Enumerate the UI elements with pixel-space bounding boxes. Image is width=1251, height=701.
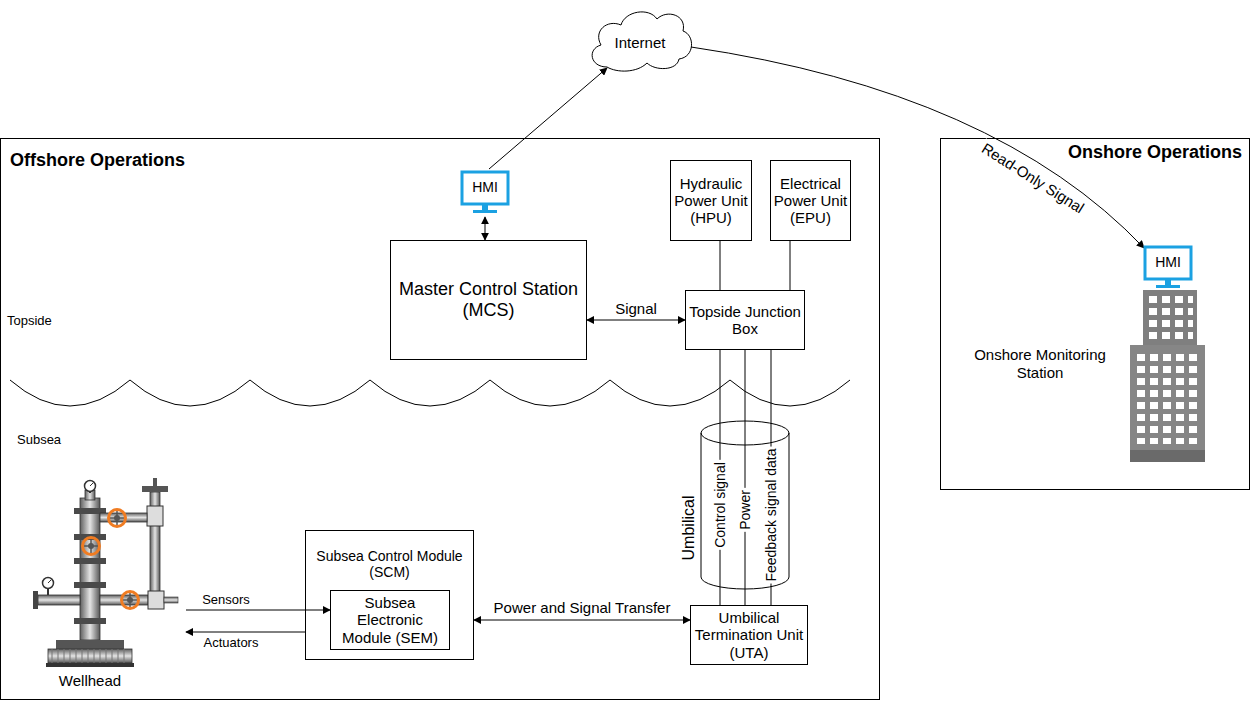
zone-label: Subsea bbox=[17, 432, 61, 447]
drawing-part bbox=[1156, 285, 1180, 288]
drawing-part bbox=[1130, 450, 1205, 462]
box-label: Subsea Electronic Module (SEM) bbox=[333, 594, 447, 646]
signal-label: Power and Signal Transfer bbox=[492, 599, 673, 616]
signal-label: Control signal bbox=[712, 460, 728, 550]
hmi-label: HMI bbox=[460, 179, 510, 195]
station-label: Onshore Monitoring Station bbox=[960, 346, 1120, 382]
drawing-part bbox=[46, 663, 134, 667]
figure-caption: Wellhead bbox=[30, 672, 150, 689]
drawing-part bbox=[38, 595, 80, 605]
connector bbox=[186, 632, 305, 633]
drawing-part bbox=[147, 506, 163, 526]
region-heading: Onshore Operations bbox=[1068, 142, 1242, 163]
process-box: Umbilical Termination Unit (UTA) bbox=[690, 605, 808, 665]
signal-label: Actuators bbox=[202, 636, 261, 651]
connector bbox=[186, 610, 330, 611]
drawing-part bbox=[701, 421, 789, 445]
monitoring-station: Onshore Monitoring Station bbox=[960, 290, 1210, 462]
connector bbox=[745, 350, 746, 605]
drawing-part bbox=[1130, 345, 1205, 453]
drawing-part bbox=[100, 595, 148, 605]
offshore-region: Offshore OperationsHMI Master Control Sta… bbox=[0, 138, 880, 700]
box-label: Master Control Station (MCS) bbox=[393, 279, 584, 320]
box-label: Hydraulic Power Unit (HPU) bbox=[673, 175, 749, 227]
drawing-part bbox=[127, 597, 133, 603]
connector bbox=[587, 320, 685, 321]
drawing-part bbox=[48, 649, 132, 663]
box-label: Subsea Control Module (SCM) bbox=[308, 548, 471, 580]
drawing-part bbox=[90, 483, 93, 486]
drawing-part bbox=[70, 649, 71, 663]
hmi-monitor: HMI bbox=[460, 170, 510, 216]
module-box: Subsea Control Module (SCM) Subsea Electr… bbox=[305, 530, 474, 660]
drawing-part bbox=[1149, 296, 1193, 342]
drawing-part bbox=[473, 210, 497, 213]
drawing-part bbox=[148, 591, 164, 609]
drawing-part bbox=[43, 578, 54, 589]
drawing-part bbox=[1137, 354, 1201, 444]
umbilical-label: Umbilical bbox=[680, 496, 698, 561]
drawing-part bbox=[164, 597, 178, 603]
module-box: Subsea Electronic Module (SEM) bbox=[330, 590, 450, 650]
onshore-region: Onshore OperationsHMI Onshore Monitoring … bbox=[940, 138, 1250, 490]
drawing-part bbox=[1165, 279, 1171, 285]
drawing-part bbox=[109, 510, 126, 527]
box-label: Electrical Power Unit (EPU) bbox=[773, 175, 848, 227]
drawing-part bbox=[33, 591, 38, 609]
drawing-part bbox=[142, 486, 168, 492]
signal-label: Feedback signal data bbox=[763, 446, 779, 583]
drawing-part bbox=[118, 649, 119, 663]
drawing-part bbox=[94, 649, 95, 663]
drawing-part bbox=[58, 649, 59, 663]
drawing-part bbox=[153, 478, 157, 486]
drawing-part bbox=[124, 649, 125, 663]
building-icon bbox=[1130, 290, 1210, 462]
connector bbox=[790, 241, 791, 290]
drawing-part bbox=[88, 543, 94, 549]
process-box: Topside Junction Box bbox=[685, 290, 805, 350]
wave-line bbox=[10, 380, 850, 406]
drawing-part bbox=[83, 538, 100, 555]
connector bbox=[485, 217, 486, 240]
drawing-part bbox=[112, 649, 113, 663]
signal-label: Signal bbox=[613, 300, 659, 317]
region-heading: Offshore Operations bbox=[10, 150, 185, 171]
process-box: Hydraulic Power Unit (HPU) bbox=[670, 160, 752, 241]
drawing-part bbox=[100, 649, 101, 663]
hmi-monitor: HMI bbox=[1143, 245, 1193, 291]
drawing-part bbox=[88, 649, 89, 663]
wellhead-figure: Wellhead bbox=[30, 478, 178, 692]
internet-cloud: Internet bbox=[585, 5, 695, 73]
drawing-part bbox=[82, 649, 83, 663]
zone-label: Topside bbox=[7, 313, 52, 328]
drawing-part bbox=[122, 592, 139, 609]
connector bbox=[489, 68, 607, 169]
drawing-part bbox=[76, 649, 77, 663]
drawing-part bbox=[52, 649, 53, 663]
connector bbox=[474, 620, 690, 621]
drawing-part bbox=[482, 204, 488, 210]
signal-label: Sensors bbox=[200, 593, 252, 608]
drawing-part bbox=[701, 433, 789, 589]
cloud-label: Internet bbox=[585, 34, 695, 51]
drawing-part bbox=[74, 618, 106, 624]
drawing-part bbox=[85, 481, 96, 492]
wellhead-drawing bbox=[30, 478, 178, 668]
box-label: Topside Junction Box bbox=[688, 303, 802, 338]
hmi-label: HMI bbox=[1143, 254, 1193, 270]
drawing-part bbox=[74, 582, 106, 588]
box-label: Umbilical Termination Unit (UTA) bbox=[693, 609, 805, 661]
signal-label: Power bbox=[737, 488, 753, 532]
process-box: Master Control Station (MCS) bbox=[390, 240, 587, 360]
drawing-part bbox=[74, 558, 106, 564]
drawing-part bbox=[1143, 290, 1197, 350]
process-box: Electrical Power Unit (EPU) bbox=[770, 160, 851, 241]
drawing-part bbox=[114, 515, 120, 521]
connector bbox=[720, 241, 721, 290]
drawing-part bbox=[106, 649, 107, 663]
drawing-part bbox=[56, 640, 124, 649]
drawing-part bbox=[48, 580, 51, 583]
drawing-part bbox=[64, 649, 65, 663]
